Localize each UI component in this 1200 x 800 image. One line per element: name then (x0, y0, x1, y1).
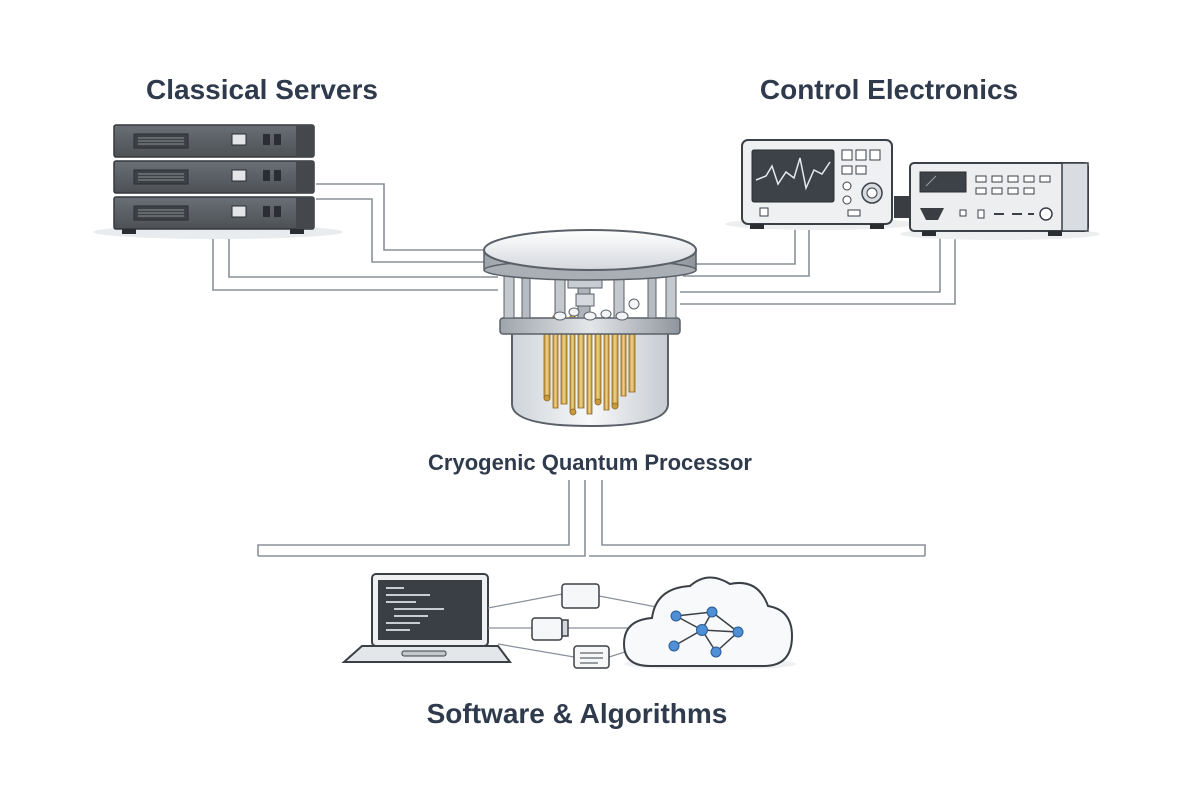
laptop-icon (341, 573, 512, 663)
oscilloscope-icon (725, 139, 915, 230)
qubit-components (553, 279, 640, 321)
software-algorithms-label: Software & Algorithms (426, 698, 728, 729)
cryostat-icon (483, 229, 697, 428)
data-packet-icons (531, 583, 610, 669)
connection-lines (212, 183, 956, 557)
control-electronics-label: Control Electronics (759, 74, 1019, 105)
cryogenic-processor-label: Cryogenic Quantum Processor (428, 450, 752, 475)
network-graph (668, 606, 744, 658)
server-rack-icon (93, 124, 343, 239)
classical-servers-label: Classical Servers (146, 74, 378, 105)
cloud-icon (622, 576, 796, 670)
signal-generator-icon (894, 162, 1100, 240)
server-unit-3 (113, 196, 315, 230)
server-unit-1 (113, 124, 315, 158)
server-unit-2 (113, 160, 315, 194)
